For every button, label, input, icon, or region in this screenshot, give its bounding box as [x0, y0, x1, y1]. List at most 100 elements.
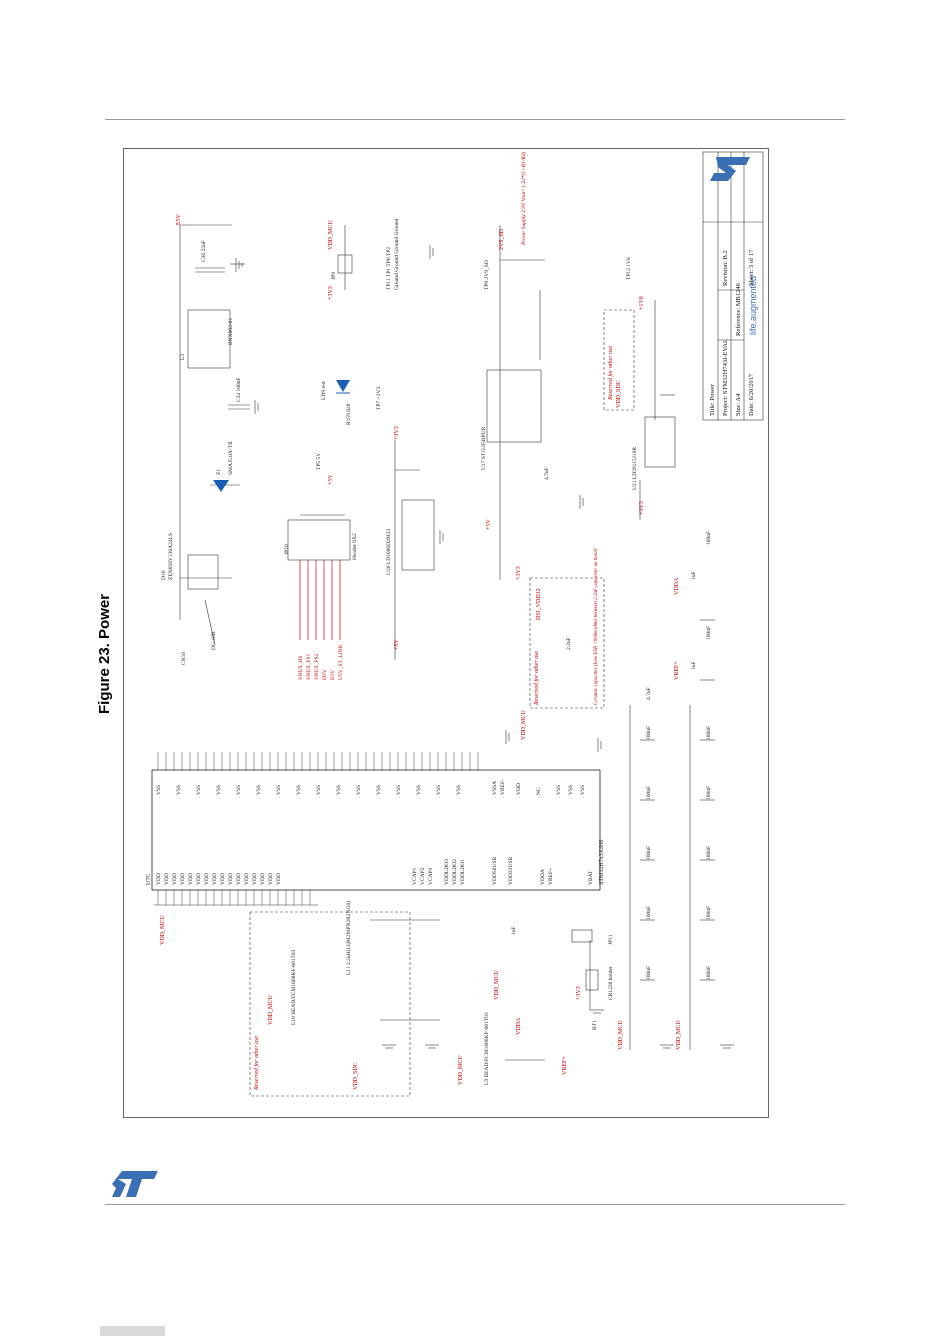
svg-text:VDD_MCU: VDD_MCU — [676, 1020, 682, 1050]
svg-text:E5V: E5V — [330, 670, 336, 680]
svg-text:VSS: VSS — [336, 785, 342, 795]
header-6x2 — [299, 560, 341, 640]
svg-text:VDD: VDD — [196, 873, 202, 885]
svg-text:VBUS_HS: VBUS_HS — [298, 656, 304, 680]
svg-text:VBUS_FS1: VBUS_FS1 — [306, 653, 312, 680]
svg-text:VDD_MCU: VDD_MCU — [328, 220, 334, 250]
svg-text:VDD_MCU: VDD_MCU — [494, 970, 500, 1000]
mcu-vss-pins: VSS VSS VSS VSS VSS VSS VSS VSS VSS VSS … — [156, 785, 586, 795]
svg-text:L3: L3 — [180, 354, 186, 360]
svg-text:VSS: VSS — [376, 785, 382, 795]
svg-text:VDD_MCU: VDD_MCU — [268, 995, 274, 1025]
svg-text:CR1220 holder: CR1220 holder — [608, 966, 614, 1000]
tagline: life.augmented — [748, 276, 758, 335]
svg-text:VCAP3: VCAP3 — [428, 867, 434, 885]
svg-text:Z1: Z1 — [216, 469, 222, 475]
svg-text:SMAJ5.0A-TR: SMAJ5.0A-TR — [228, 441, 234, 475]
svg-text:+5V: +5V — [486, 519, 492, 530]
tb-sheet: Sheet: 3 of 17 — [748, 249, 755, 286]
svg-text:100nF: 100nF — [706, 531, 712, 545]
svg-text:100nF: 100nF — [706, 786, 712, 800]
svg-text:VSS: VSS — [156, 785, 162, 795]
st-logo-small: life.augmented — [710, 157, 758, 335]
svg-text:ZEN056V130A24LS: ZEN056V130A24LS — [168, 533, 174, 580]
svg-text:VSS: VSS — [296, 785, 302, 795]
svg-text:U17 ST1L05BPUR: U17 ST1L05BPUR — [481, 426, 487, 470]
mcu-vdd-pins: VDD VDD VDD VDD VDD VDD VDD VDD VDD VDD … — [156, 873, 282, 885]
power-input — [179, 224, 353, 646]
svg-text:VSS: VSS — [416, 785, 422, 795]
st-logo — [112, 1171, 158, 1197]
header-pin-labels: VBUS_HS VBUS_FS1 VBUS_FS2 D5V E5V U5V_ST… — [298, 644, 344, 680]
svg-text:100nF: 100nF — [646, 906, 652, 920]
svg-text:L9 BEAD/FCM1608KF-601T03: L9 BEAD/FCM1608KF-601T03 — [484, 1012, 490, 1085]
mcu-ref: U7C — [146, 874, 152, 885]
svg-text:VDD: VDD — [220, 873, 226, 885]
svg-text:VDD: VDD — [260, 873, 266, 885]
svg-text:Reserved for other use: Reserved for other use — [533, 651, 540, 706]
svg-text:C34 100nF: C34 100nF — [236, 377, 242, 402]
mcu-block: U7C STM32H7x3XIH6 VDD VDD VDD VDD VDD VD… — [146, 752, 605, 906]
svg-text:1uF: 1uF — [691, 661, 697, 670]
svg-text:VSS: VSS — [216, 785, 222, 795]
svg-text:VDD: VDD — [212, 873, 218, 885]
svg-text:Ceramic capacitor (Low ESR <60: Ceramic capacitor (Low ESR <600m ohm) be… — [594, 548, 599, 705]
svg-text:VDD_SDC: VDD_SDC — [353, 1062, 359, 1090]
decoupling-caps — [370, 394, 715, 1061]
svg-text:VSS: VSS — [568, 785, 574, 795]
svg-text:TP9 2V9_SD: TP9 2V9_SD — [484, 260, 490, 290]
tb-date: Date: 6/20/2017 — [748, 373, 755, 416]
svg-text:U5V_ST_LINK: U5V_ST_LINK — [338, 644, 344, 680]
tb-revision: Revision: B.2 — [722, 250, 729, 286]
svg-text:VREF+: VREF+ — [548, 868, 554, 885]
svg-text:VDD_SDC: VDD_SDC — [616, 380, 622, 408]
svg-text:VDD_MCU: VDD_MCU — [160, 915, 166, 945]
svg-text:JP9: JP9 — [331, 272, 337, 280]
svg-text:+3V3: +3V3 — [516, 566, 522, 580]
svg-text:VDDLDO2: VDDLDO2 — [452, 859, 458, 885]
svg-text:VREF+: VREF+ — [674, 661, 680, 680]
svg-text:L11 2.2uH(LQM2MPN2R2NG0): L11 2.2uH(LQM2MPN2R2NG0) — [345, 901, 352, 975]
component-labels: CN10 DC-10B D10 ZEN056V130A24LS L3 BNX00… — [161, 218, 712, 1085]
header-rule — [105, 119, 845, 120]
svg-text:VDD: VDD — [164, 873, 170, 885]
svg-text:VDD: VDD — [268, 873, 274, 885]
svg-text:VSS: VSS — [436, 785, 442, 795]
svg-text:VDD50USB: VDD50USB — [492, 857, 498, 885]
svg-text:VSSA: VSSA — [492, 781, 498, 795]
svg-text:VDDA: VDDA — [674, 577, 680, 595]
svg-text:VCAP1: VCAP1 — [412, 867, 418, 885]
svg-text:100nF: 100nF — [646, 846, 652, 860]
svg-text:DC-10B: DC-10B — [211, 631, 217, 650]
footer-rule — [105, 1204, 845, 1205]
svg-text:TP7 +3V3: TP7 +3V3 — [376, 387, 382, 410]
svg-text:U20 LD1086D2M33: U20 LD1086D2M33 — [386, 528, 392, 575]
svg-text:VDDA: VDDA — [516, 1017, 522, 1035]
svg-text:VDD: VDD — [236, 873, 242, 885]
svg-text:VSS: VSS — [356, 785, 362, 795]
net-labels: E5V VDD_MCU +3V3 +3V3 +5V +5V +5V +3V3 2… — [160, 213, 682, 1090]
svg-text:Power Supply 2.9V Vout=1.22*(1: Power Supply 2.9V Vout=1.22*(1+R1/R2) — [520, 152, 527, 246]
schematic-frame — [123, 148, 769, 1118]
svg-text:Reserved for other use: Reserved for other use — [607, 346, 614, 401]
z1-diode — [213, 480, 229, 492]
svg-text:2.2uF: 2.2uF — [566, 637, 572, 650]
svg-text:100nF: 100nF — [706, 906, 712, 920]
svg-text:VDD33USB: VDD33USB — [508, 857, 514, 885]
svg-text:JP10: JP10 — [284, 544, 290, 555]
svg-text:VSS: VSS — [196, 785, 202, 795]
svg-text:VDD: VDD — [252, 873, 258, 885]
svg-text:VBAT: VBAT — [588, 870, 594, 885]
svg-text:VDD: VDD — [228, 873, 234, 885]
svg-text:VSS: VSS — [456, 785, 462, 795]
svg-text:100nF: 100nF — [706, 726, 712, 740]
svg-text:VSS: VSS — [396, 785, 402, 795]
ground-symbols — [235, 245, 734, 1049]
svg-text:Ground Ground Ground Ground: Ground Ground Ground Ground — [394, 218, 400, 290]
svg-text:+1V8: +1V8 — [639, 296, 645, 310]
svg-text:Header 6X2: Header 6X2 — [352, 533, 358, 560]
svg-text:+5V: +5V — [394, 639, 400, 650]
notes: Reserved for other use Reserved for othe… — [253, 152, 614, 1091]
svg-text:VDD_MCU: VDD_MCU — [521, 710, 527, 740]
